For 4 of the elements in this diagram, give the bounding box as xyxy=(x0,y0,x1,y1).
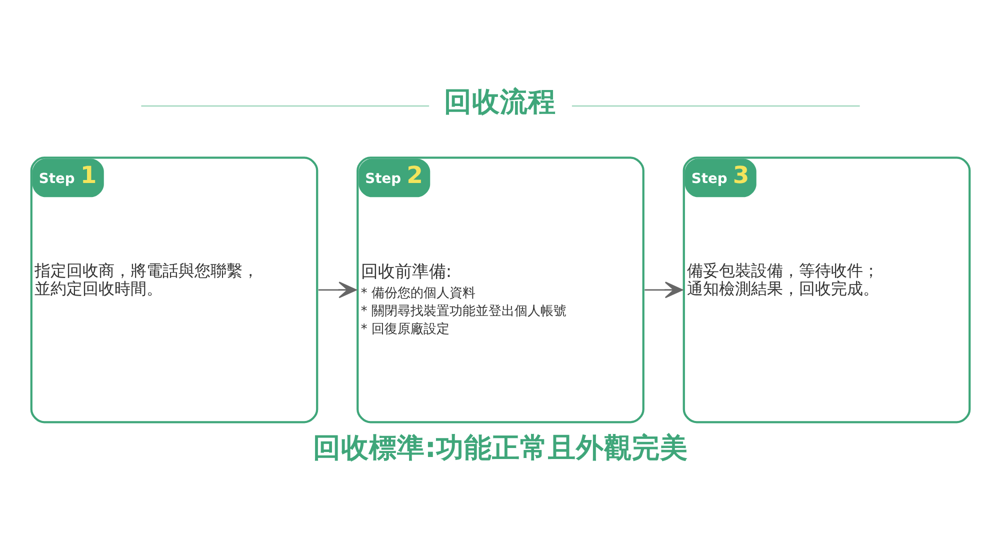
diagram-title: 回收流程 xyxy=(443,85,556,118)
caption: 回收標準:功能正常且外觀完美 xyxy=(312,431,688,464)
arrow xyxy=(644,282,683,298)
arrow xyxy=(318,282,356,298)
